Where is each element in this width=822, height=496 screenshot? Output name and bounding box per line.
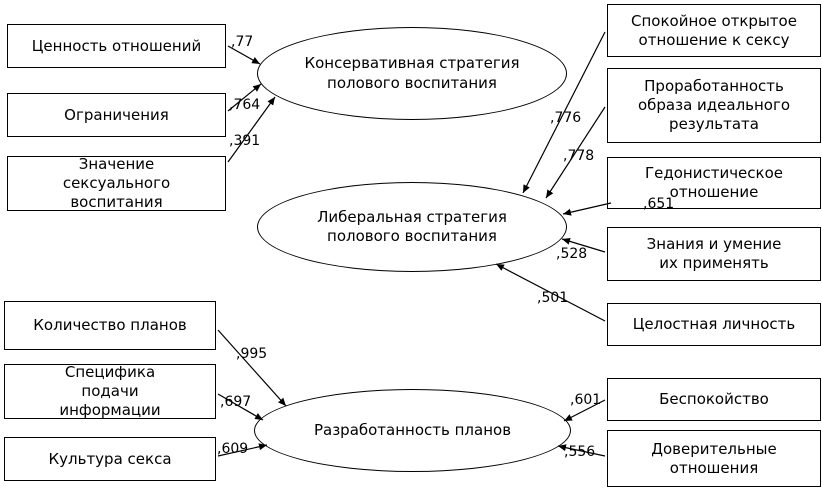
box-number-of-plans: Количество планов <box>4 301 216 350</box>
loading-anxiety: ,601 <box>570 392 602 408</box>
box-label: Ограничения <box>64 105 169 124</box>
box-integral-personality: Целостная личность <box>607 303 821 346</box>
box-label: Знания и умение их применять <box>646 235 782 272</box>
loading-culture-of-sex: ,609 <box>217 441 249 457</box>
box-restrictions: Ограничения <box>7 93 226 137</box>
box-calm-open-attitude-to-sex: Спокойное открытое отношение к сексу <box>607 4 821 57</box>
box-value-of-relationships: Ценность отношений <box>7 24 226 68</box>
loading-knowledge: ,528 <box>556 246 588 262</box>
box-label: Значение сексуального воспитания <box>62 155 171 211</box>
box-label: Гедонистическое отношение <box>644 164 784 201</box>
ellipse-plans-development: Разработанность планов <box>254 389 571 472</box>
loading-number-of-plans: ,995 <box>236 346 268 362</box>
loading-calm-attitude: ,776 <box>550 110 582 126</box>
arrow-hedonistic-to-liberal <box>562 202 612 216</box>
box-label: Спокойное открытое отношение к сексу <box>631 11 797 49</box>
loading-meaning-sexual-education: ,391 <box>229 133 261 149</box>
loading-specificity: ,697 <box>220 394 252 410</box>
box-elaboration-of-ideal-result-image: Проработанность образа идеального резуль… <box>607 68 821 143</box>
loading-elaboration: ,778 <box>563 148 595 164</box>
box-label: Беспокойство <box>659 390 769 409</box>
loading-trusting-relationships: ,556 <box>564 444 596 460</box>
box-meaning-of-sexual-education: Значение сексуального воспитания <box>7 155 226 211</box>
loading-restrictions: ,764 <box>229 97 261 113</box>
ellipse-conservative-strategy: Консервативная стратегия полового воспит… <box>257 27 567 120</box>
loading-integral-personality: ,501 <box>537 290 569 306</box>
loading-hedonistic: ,651 <box>643 196 675 212</box>
ellipse-label: Либеральная стратегия полового воспитани… <box>317 207 507 246</box>
box-label: Доверительные отношения <box>651 439 777 477</box>
box-label: Проработанность образа идеального резуль… <box>637 77 791 133</box>
box-label: Специфика подачи информации <box>59 363 161 419</box>
box-culture-of-sex: Культура секса <box>4 437 216 481</box>
loading-value-relationships: ,77 <box>231 34 254 50</box>
box-knowledge-and-ability-to-apply: Знания и умение их применять <box>607 227 821 281</box>
ellipse-label: Разработанность планов <box>313 420 512 439</box>
box-label: Культура секса <box>48 449 172 468</box>
box-label: Целостная личность <box>632 315 796 334</box>
box-trusting-relationships: Доверительные отношения <box>607 430 821 487</box>
box-specificity-of-information-presentation: Специфика подачи информации <box>4 363 216 419</box>
ellipse-label: Консервативная стратегия полового воспит… <box>304 54 520 92</box>
box-label: Ценность отношений <box>31 36 202 55</box>
box-hedonistic-attitude: Гедонистическое отношение <box>607 157 821 209</box>
ellipse-liberal-strategy: Либеральная стратегия полового воспитани… <box>257 182 567 272</box>
box-label: Количество планов <box>33 316 187 335</box>
box-anxiety: Беспокойство <box>607 378 821 421</box>
